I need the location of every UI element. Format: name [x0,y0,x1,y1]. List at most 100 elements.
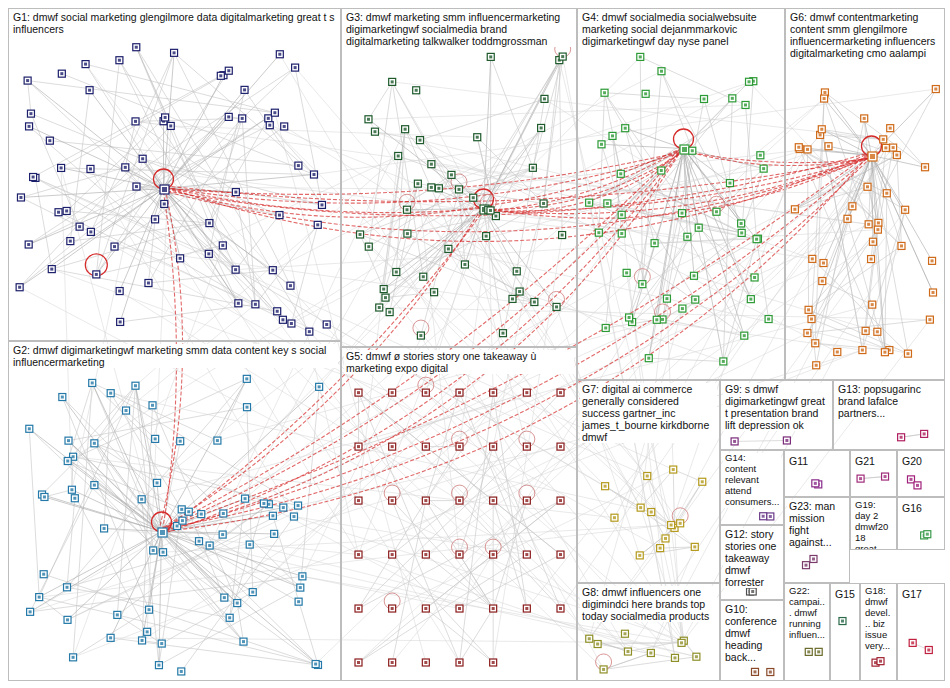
vertex [65,437,72,444]
vertex [448,171,455,178]
vertex [141,639,144,642]
vertex [650,511,653,514]
vertex [680,145,689,154]
tie-line [544,60,560,203]
tie-line [39,532,161,598]
vertex [679,522,682,525]
tie-line [666,482,703,539]
vertex [134,384,137,387]
tie-line [142,499,225,597]
vertex [38,596,41,599]
tie-line [392,82,423,277]
tie-line [264,503,460,608]
vertex [146,606,153,613]
vertex [48,266,55,273]
vertex [738,220,745,227]
group-label: G13: popsugarinc brand lafalce partners.… [836,383,942,419]
tie-line [622,215,660,548]
vertex [861,349,864,352]
vertex [626,314,633,321]
vertex [606,202,609,205]
vertex [140,498,143,501]
vertex [72,455,75,458]
vertex [428,184,435,191]
vertex [747,296,754,303]
vertex [660,169,663,172]
tie-line [210,129,405,545]
vertex [133,183,140,190]
vertex [162,187,167,192]
vertex [871,240,874,243]
vertex [149,402,156,409]
tie-line [162,387,320,532]
vertex [162,551,165,554]
vertex [884,475,887,478]
vertex [89,167,92,170]
vertex [376,304,383,311]
vertex [64,584,71,591]
vertex [139,155,146,162]
tie-line [28,81,283,320]
vertex [206,220,213,227]
vertex [406,208,409,211]
vertex [802,562,809,569]
vertex [757,152,764,159]
vertex [680,641,683,644]
vertex [154,437,157,440]
vertex [490,551,497,558]
vertex [456,605,463,612]
vertex [869,238,876,245]
vertex [68,486,75,493]
vertex [624,648,631,655]
vertex [234,268,237,271]
vertex [881,349,888,356]
vertex [870,154,875,159]
vertex [618,230,625,237]
tie-line [559,60,562,235]
vertex [645,355,652,362]
vertex [785,439,788,442]
tie-line [606,174,621,328]
vertex [64,458,71,465]
vertex [728,182,731,185]
vertex [489,209,492,212]
vertex [234,191,237,194]
vertex [533,301,536,304]
vertex [492,553,495,556]
group-label: G18: dmwf devel... biz issue very... [863,586,894,652]
vertex [246,541,253,548]
tie-line [86,64,275,113]
vertex [541,95,548,102]
tie-line [153,224,868,550]
tie-line [28,81,31,114]
vertex [720,358,727,365]
vertex [890,144,897,151]
tie-line [605,486,674,528]
vertex [433,291,436,294]
vertex [146,630,149,633]
vertex [923,432,926,435]
vertex [422,497,429,504]
vertex [391,445,394,448]
group-box: G8: dmwf influencers one digimindci here… [577,583,720,681]
vertex [251,591,254,594]
vertex [299,586,302,589]
vertex [117,318,124,325]
vertex [456,497,463,504]
vertex [559,553,562,556]
vertex [152,435,159,442]
tie-line [143,159,256,305]
vertex [55,209,62,216]
vertex [50,268,53,271]
vertex [637,504,644,511]
vertex [834,348,841,355]
vertex [219,242,226,249]
tie-line [890,128,925,167]
vertex [206,542,213,549]
vertex [237,302,240,305]
vertex [470,194,477,201]
vertex [292,515,295,518]
tie-line [621,174,757,239]
vertex [602,324,609,331]
tie-line [209,118,268,223]
